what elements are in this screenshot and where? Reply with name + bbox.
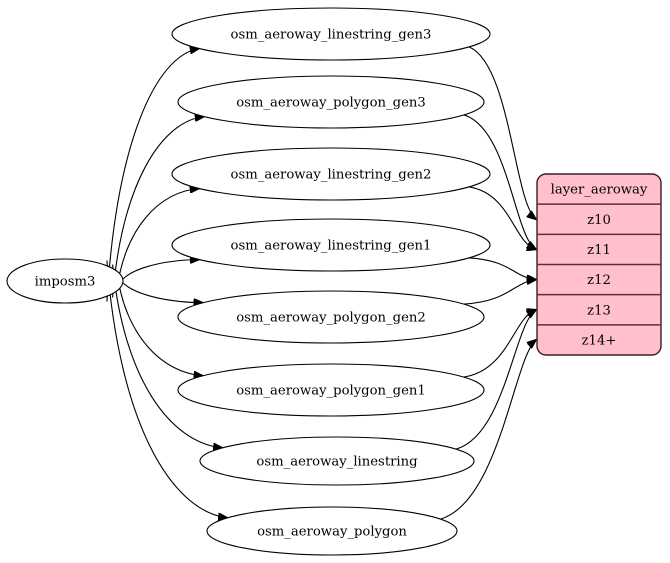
node-t2[interactable] [171, 147, 491, 201]
node-t7[interactable] [206, 506, 458, 556]
edge-t4-to-row-z12 [463, 280, 536, 305]
node-t1[interactable] [177, 75, 485, 129]
node-label-t5: osm_aeroway_polygon_gen1 [236, 384, 426, 399]
record-row-z14+: z14+ [582, 333, 617, 348]
node-t4[interactable] [177, 290, 485, 344]
node-imposm3[interactable] [6, 258, 124, 304]
edge-imposm3-to-t2 [116, 189, 199, 292]
node-label-t4: osm_aeroway_polygon_gen2 [236, 311, 426, 326]
edge-imposm3-to-t6 [112, 264, 223, 448]
record-title: layer_aeroway [551, 183, 648, 198]
node-t3[interactable] [171, 218, 491, 272]
node-label-t2: osm_aeroway_linestring_gen2 [231, 168, 432, 183]
layer-aeroway-record: layer_aeroway z10 z11 z12 z13 z14+ [536, 173, 662, 356]
record-row-z12: z12 [587, 273, 611, 288]
edge-imposm3-to-t0 [106, 49, 199, 302]
node-label-t6: osm_aeroway_linestring [256, 455, 418, 470]
record-row-z11: z11 [587, 243, 611, 258]
record-row-z13: z13 [587, 303, 611, 318]
edge-t1-to-row-z11 [463, 114, 536, 250]
edge-t3-to-row-z12 [468, 257, 536, 280]
edge-t7-to-row-z14+ [440, 340, 537, 520]
node-label-imposm3: imposm3 [35, 275, 96, 290]
edge-imposm3-to-t3 [118, 260, 199, 285]
node-label-t3: osm_aeroway_linestring_gen1 [231, 239, 432, 254]
node-t0[interactable] [171, 7, 491, 61]
edge-imposm3-to-t5 [116, 270, 203, 375]
node-label-t0: osm_aeroway_linestring_gen3 [231, 28, 432, 43]
edges-from-root [106, 49, 227, 518]
root-node: imposm3 [6, 258, 124, 304]
node-t5[interactable] [177, 363, 485, 417]
record-row-z10: z10 [587, 213, 611, 228]
table-nodes: osm_aeroway_linestring_gen3 osm_aeroway_p… [171, 7, 491, 556]
node-t6[interactable] [199, 436, 475, 486]
node-label-t7: osm_aeroway_polygon [257, 525, 407, 540]
edge-imposm3-to-t4 [118, 277, 203, 303]
edge-imposm3-to-t7 [106, 260, 227, 518]
edge-t6-to-row-z13 [455, 310, 536, 450]
edge-t0-to-row-z10 [468, 46, 536, 219]
edges-to-layer [440, 46, 537, 520]
node-label-t1: osm_aeroway_polygon_gen3 [236, 96, 426, 111]
edge-imposm3-to-t1 [112, 117, 204, 298]
edge-t2-to-row-z11 [468, 186, 536, 250]
